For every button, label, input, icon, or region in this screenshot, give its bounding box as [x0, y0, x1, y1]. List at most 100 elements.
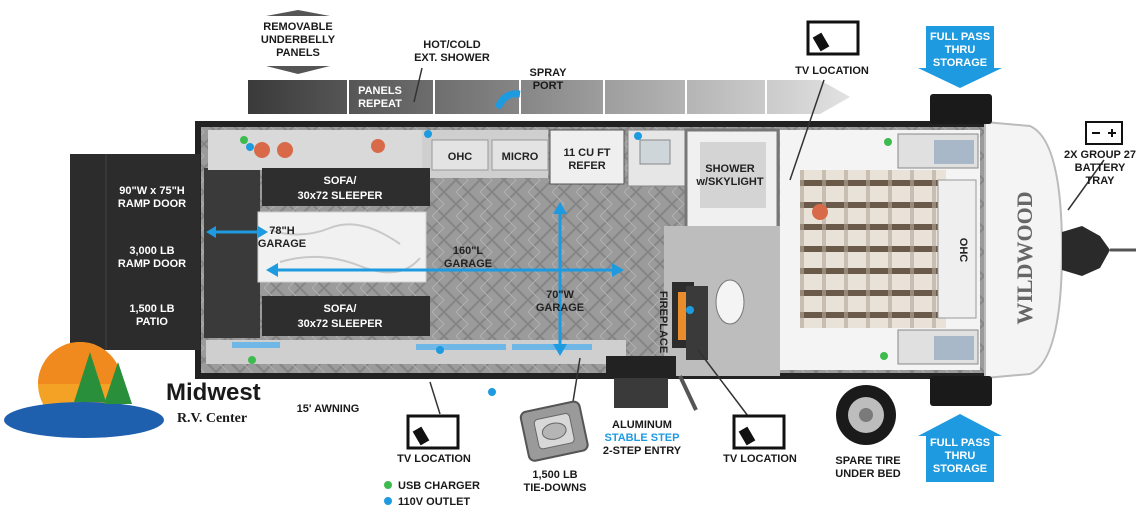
pass-thru-top-label-3: STORAGE	[933, 57, 987, 69]
outlet-markers	[240, 130, 892, 396]
garage-width-label: 70"W	[546, 289, 574, 301]
spare-tire-icon	[836, 385, 896, 445]
tv-top-label: TV LOCATION	[795, 65, 869, 77]
dealer-subname: R.V. Center	[177, 411, 247, 426]
kitchen-counter	[208, 130, 422, 170]
svg-text:PORT: PORT	[533, 80, 564, 92]
sofa-bottom-label: SOFA/	[323, 303, 356, 315]
entry-door	[606, 356, 676, 378]
ext-shower-label-2: EXT. SHOWER	[414, 52, 490, 64]
tv-bottom-left-label: TV LOCATION	[397, 453, 471, 465]
wheel-bottom	[930, 376, 992, 406]
outlet-legend-dot	[384, 497, 392, 505]
spray-port-label: SPRAY	[530, 67, 568, 79]
awning-label: 15' AWNING	[297, 403, 360, 415]
step-label-2: STABLE STEP	[605, 432, 680, 444]
ext-shower-label: HOT/COLD	[423, 39, 480, 51]
pass-thru-arrow-bottom-icon	[918, 414, 1002, 482]
shower-label: SHOWER	[705, 163, 755, 175]
panels-repeat-label-2: REPEAT	[358, 98, 402, 110]
ramp-door	[70, 154, 200, 350]
spare-tire-label: SPARE TIRE	[835, 455, 900, 467]
svg-text:REMOVABLE: REMOVABLE	[263, 21, 332, 33]
tv-icon-bottom-left	[406, 414, 460, 450]
garage-length-label: 160"L	[453, 245, 484, 257]
legend: USB CHARGER 110V OUTLET	[384, 480, 480, 508]
refer-label-2: REFER	[568, 160, 605, 172]
patio-label: 1,500 LB	[129, 303, 174, 315]
pass-thru-bottom-label-2: THRU	[945, 450, 976, 462]
ramp-door-weight-label-2: RAMP DOOR	[118, 258, 186, 270]
entry-step	[614, 378, 668, 408]
sofa-top	[262, 168, 430, 206]
sofa-bottom-label-2: 30x72 SLEEPER	[298, 318, 383, 330]
refrigerator	[549, 129, 625, 185]
sofa-bottom	[262, 296, 430, 336]
svg-text:EXT. SHOWER: EXT. SHOWER	[414, 52, 490, 64]
tie-downs-label-2: TIE-DOWNS	[524, 482, 587, 494]
dealer-name: Midwest	[166, 379, 261, 406]
svg-text:REPEAT: REPEAT	[358, 98, 402, 110]
svg-text:SPRAY: SPRAY	[530, 67, 568, 79]
underbelly-panels-banner	[248, 80, 850, 114]
tie-down-icon	[519, 400, 589, 462]
garage-width-label-2: GARAGE	[536, 302, 584, 314]
ramp-door-size-label: 90"W x 75"H	[119, 185, 185, 197]
battery-icon	[1085, 121, 1123, 145]
refer-label: 11 CU FT	[563, 147, 610, 159]
svg-text:UNDERBELLY: UNDERBELLY	[261, 34, 336, 46]
fireplace-label: FIREPLACE	[657, 291, 669, 353]
pass-thru-top-label-2: THRU	[945, 44, 976, 56]
sofa-top-label: SOFA/	[323, 175, 356, 187]
pass-thru-bottom-label: FULL PASS	[930, 437, 990, 449]
ohc-cabinet	[431, 139, 489, 171]
outlet-legend-label: 110V OUTLET	[398, 496, 470, 508]
garage-height-label-2: GARAGE	[258, 238, 306, 250]
removable-panels-label-3: PANELS	[276, 47, 320, 59]
bed	[800, 170, 946, 328]
tv-icon-bottom-right	[732, 414, 786, 450]
step-label-3: 2-STEP ENTRY	[603, 445, 682, 457]
microwave	[491, 139, 549, 171]
spare-tire-label-2: UNDER BED	[835, 468, 900, 480]
battery-label-3: TRAY	[1086, 175, 1116, 187]
svg-text:PANELS: PANELS	[276, 47, 320, 59]
svg-text:HOT/COLD: HOT/COLD	[423, 39, 480, 51]
removable-panels-label: REMOVABLE	[263, 21, 332, 33]
ohc-bed-label: OHC	[957, 238, 969, 263]
sofa-top-label-2: 30x72 SLEEPER	[298, 190, 383, 202]
removable-panels-arrow-icon	[266, 10, 330, 74]
pointer-lines	[413, 67, 1105, 417]
usb-legend-dot	[384, 481, 392, 489]
tv-bottom-right-label: TV LOCATION	[723, 453, 797, 465]
dealer-logo	[4, 342, 164, 438]
shower-label-2: w/SKYLIGHT	[695, 176, 764, 188]
tv-icon-top	[806, 20, 860, 56]
wheel-top	[930, 94, 992, 124]
garage-dimension-arrows	[206, 202, 624, 356]
usb-legend-label: USB CHARGER	[398, 480, 480, 492]
spray-port-label-2: PORT	[533, 80, 564, 92]
svg-text:PANELS: PANELS	[358, 85, 402, 97]
pass-thru-bottom-label-3: STORAGE	[933, 463, 987, 475]
patio-label-2: PATIO	[136, 316, 168, 328]
battery-label: 2X GROUP 27	[1064, 149, 1136, 161]
battery-label-2: BATTERY	[1075, 162, 1126, 174]
spray-port-icon	[494, 90, 521, 110]
garage-height-label: 78"H	[269, 225, 294, 237]
ramp-door-size-label-2: RAMP DOOR	[118, 198, 186, 210]
ohc-label: OHC	[448, 151, 473, 163]
removable-panels-label-2: UNDERBELLY	[261, 34, 336, 46]
garage-length-label-2: GARAGE	[444, 258, 492, 270]
brand-logo: WILDWOOD	[1012, 191, 1037, 324]
ramp-door-weight-label: 3,000 LB	[129, 245, 174, 257]
panels-repeat-label: PANELS	[358, 85, 402, 97]
tie-downs-label: 1,500 LB	[532, 469, 577, 481]
pass-thru-top-label: FULL PASS	[930, 31, 990, 43]
pass-thru-arrow-top-icon	[918, 26, 1002, 88]
toilet	[715, 279, 745, 325]
hitch	[1062, 226, 1110, 276]
step-label: ALUMINUM	[612, 419, 672, 431]
micro-label: MICRO	[502, 151, 539, 163]
